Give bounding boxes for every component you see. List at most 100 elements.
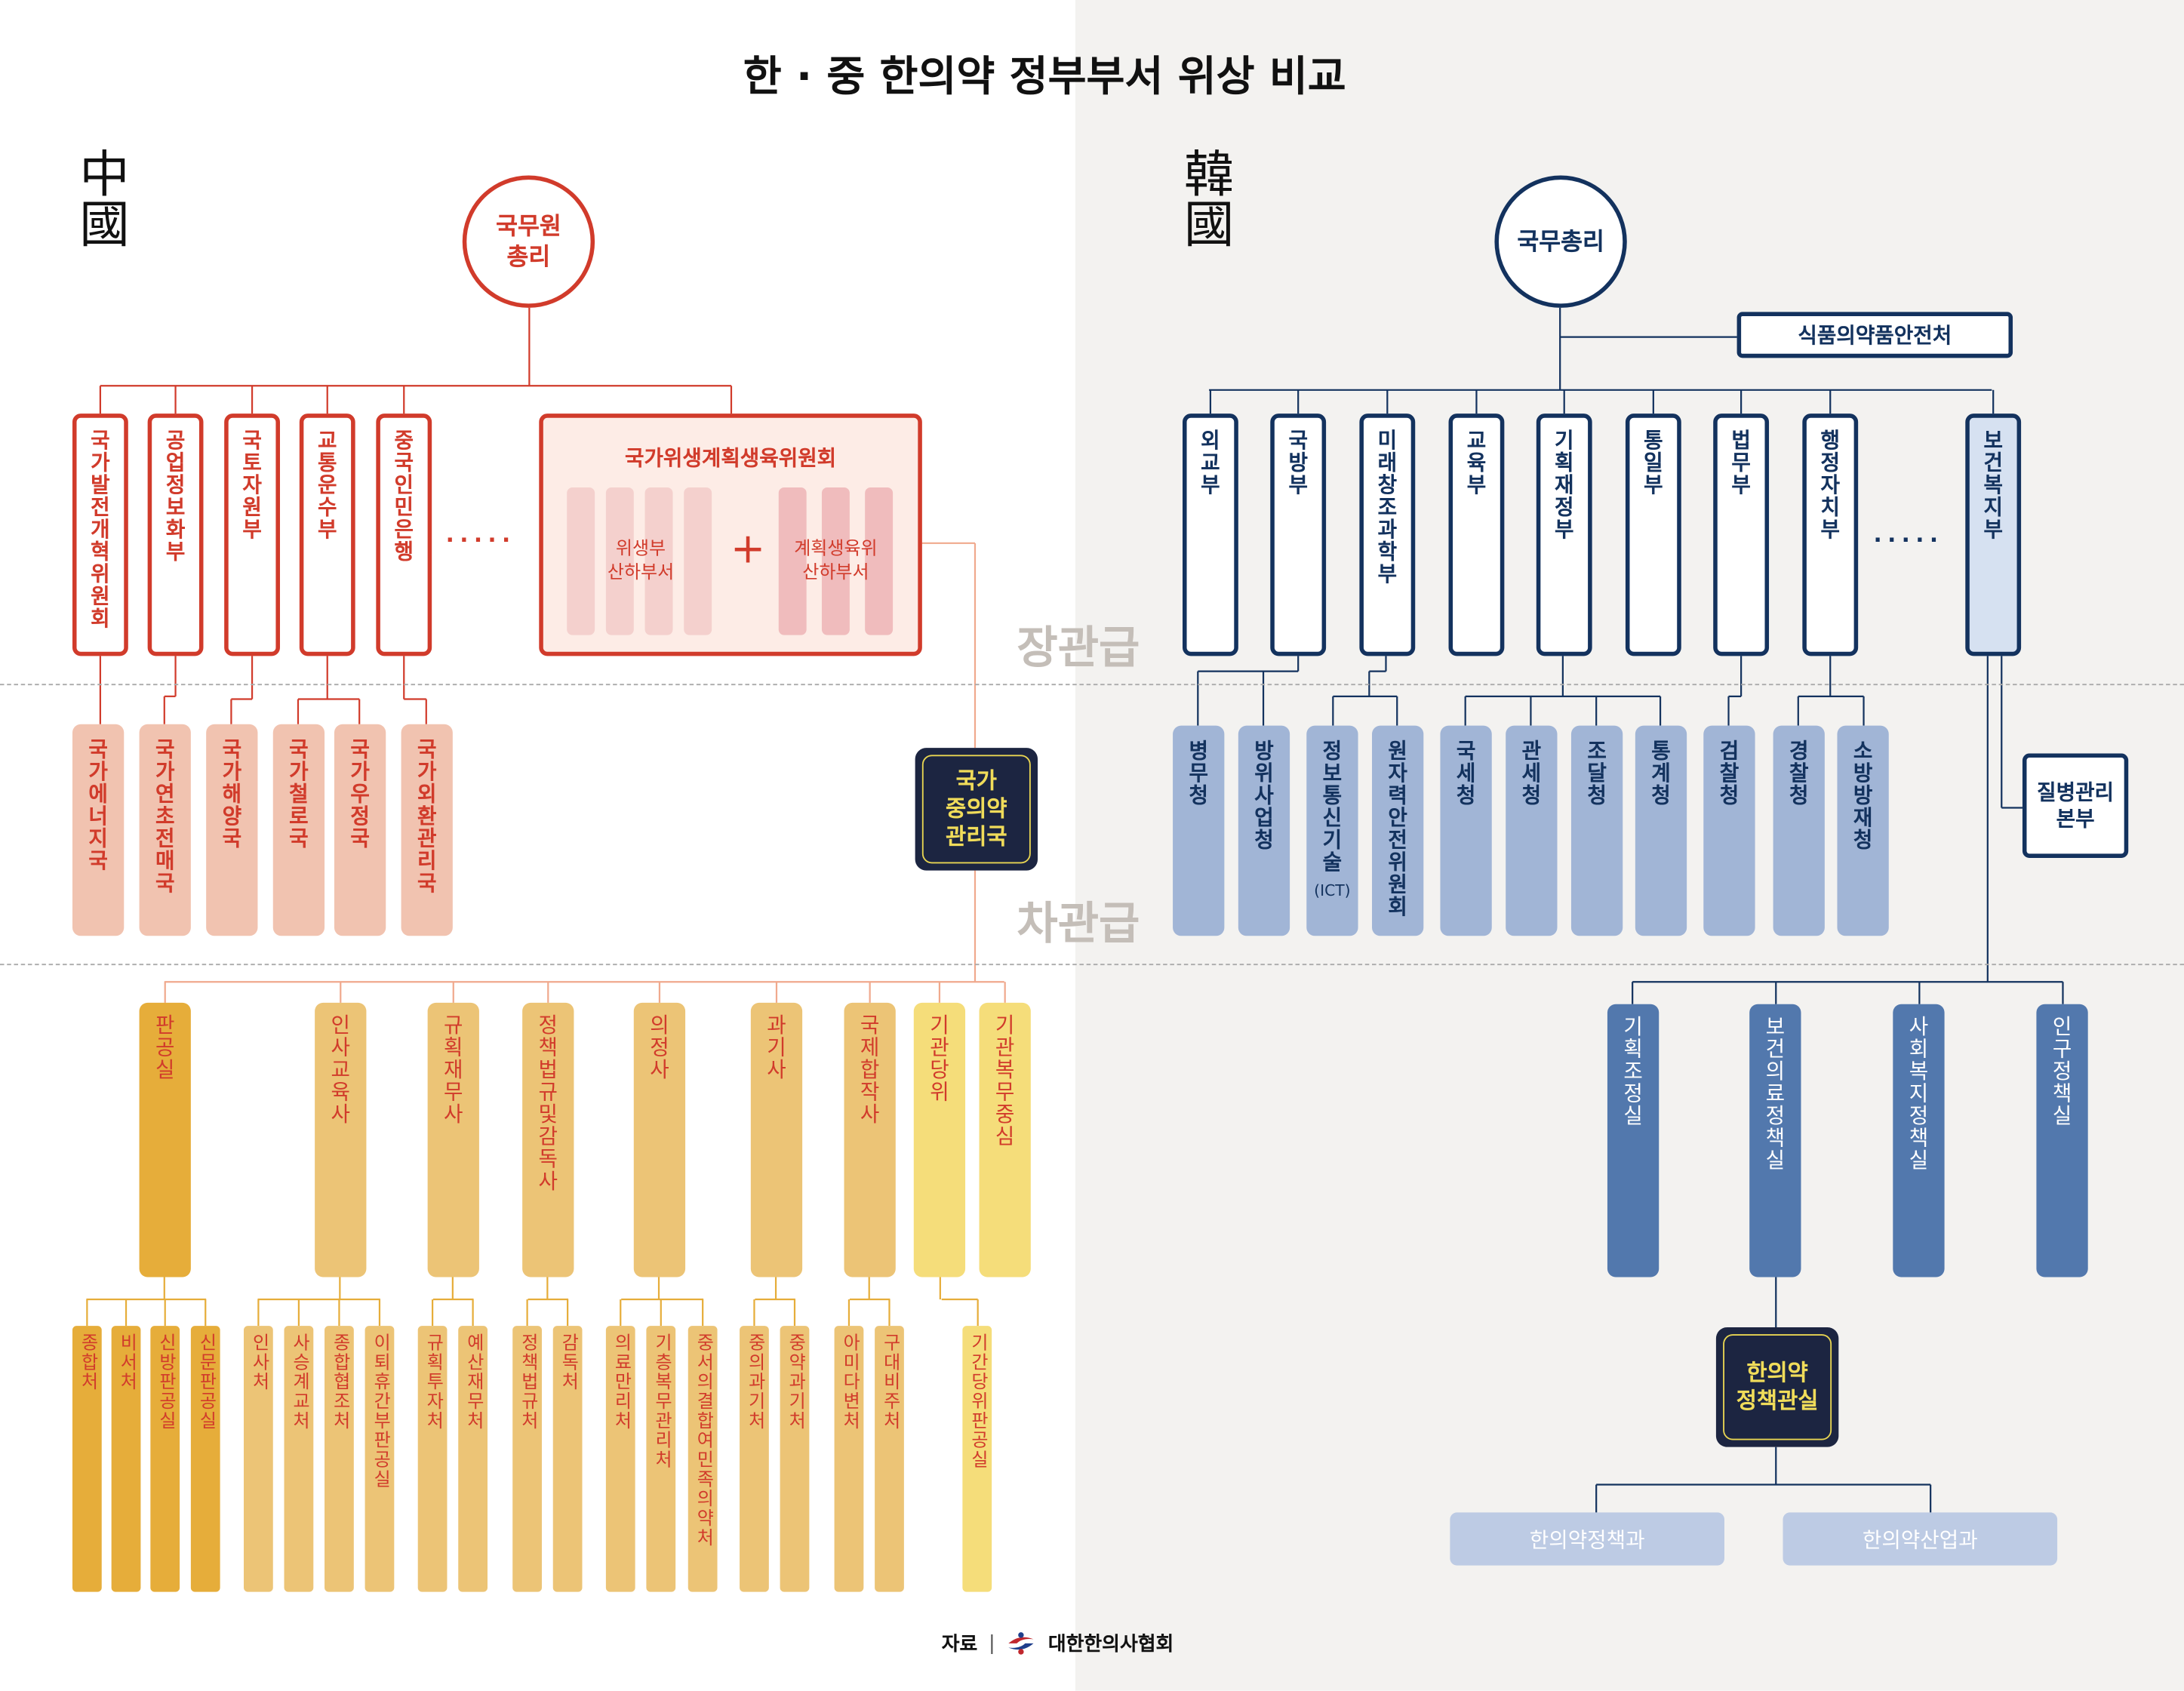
subunit-label: 위생부 <box>615 539 666 560</box>
footer: 자료 | 대한한의사협회 <box>942 1629 1174 1657</box>
health-ministry-subunits: 위생부 산하부서 <box>571 537 711 585</box>
china-division-label: 감독처 <box>557 1333 578 1391</box>
china-division: 구대비주처 <box>875 1326 904 1592</box>
china-division-label: 정책법규처 <box>516 1333 538 1431</box>
national-tcm-bureau: 국가 중의약 관리국 <box>915 748 1038 871</box>
korea-office-label: 인구정책실 <box>2049 1015 2075 1127</box>
korea-ministry-label: 행정자치부 <box>1816 429 1842 541</box>
china-division: 종합처 <box>72 1326 102 1592</box>
china-premier-line2: 총리 <box>506 243 551 271</box>
china-department: 국제합작사 <box>844 1002 896 1277</box>
korea-agency-label: 병무청 <box>1185 739 1210 807</box>
china-division: 기층복무관리처 <box>646 1326 676 1592</box>
km-division: 한의약정책과 <box>1450 1512 1724 1566</box>
korea-label: 韓國 <box>1175 147 1233 248</box>
china-division: 중약과기처 <box>780 1326 810 1592</box>
china-ministry: 중국인민은행 <box>376 414 432 656</box>
china-division-label: 기간당위판공실 <box>966 1333 988 1470</box>
china-department-label: 판공실 <box>152 1013 177 1081</box>
korea-office: 사회복지정책실 <box>1893 1004 1945 1277</box>
china-division: 중서의결합여민족의약처 <box>687 1326 718 1592</box>
korea-agency: 원자력안전위원회 <box>1372 725 1424 936</box>
china-division: 의료만리처 <box>605 1326 635 1592</box>
family-planning-subunits: 계획생육위 산하부서 <box>766 537 906 585</box>
china-department: 판공실 <box>139 1002 191 1277</box>
km-division: 한의약산업과 <box>1783 1512 2058 1566</box>
china-ministry-label: 공업정보화부 <box>162 429 188 563</box>
korea-ministry-label: 법무부 <box>1727 429 1753 497</box>
health-commission-title: 국가위생계획생육위원회 <box>624 445 837 471</box>
tcm-bureau-line: 중의약 <box>946 795 1007 822</box>
tcm-bureau-line: 관리국 <box>946 822 1007 850</box>
rank-label-vice: 차관급 <box>1017 896 1140 950</box>
china-department-label: 기관당위 <box>926 1013 952 1103</box>
source-label: 자료 <box>941 1634 978 1656</box>
subunit-label: 산하부서 <box>607 562 675 584</box>
china-division: 예산재무처 <box>458 1326 488 1592</box>
korea-agency-label: 정보통신기술 <box>1318 739 1345 874</box>
china-division-label: 종합처 <box>76 1333 98 1391</box>
korea-office-label: 보건의료정책실 <box>1761 1015 1788 1172</box>
korea-agency-label: 통계청 <box>1647 739 1673 807</box>
china-department-label: 의정사 <box>646 1013 672 1081</box>
kcdc-line: 질병관리 <box>2037 779 2115 804</box>
china-vice-agency: 국가해양국 <box>206 724 258 936</box>
korea-agency: 통계청 <box>1635 725 1687 936</box>
korea-agency: 국세청 <box>1440 725 1492 936</box>
china-ministry: 교통운수부 <box>299 414 355 656</box>
china-division-label: 의료만리처 <box>610 1333 632 1431</box>
korea-agency-label: 경찰청 <box>1786 739 1811 807</box>
sub-bar <box>778 487 807 635</box>
china-vice-agency-label: 국가외환관리국 <box>414 738 439 894</box>
china-department-label: 인사교육사 <box>327 1013 352 1126</box>
korea-ministry: 행정자치부 <box>1802 414 1859 656</box>
china-department: 의정사 <box>633 1002 686 1277</box>
health-welfare-ministry-label: 보건복지부 <box>1979 429 2005 541</box>
korea-office: 인구정책실 <box>2036 1004 2088 1277</box>
korea-pm-node: 국무총리 <box>1494 175 1627 308</box>
akom-logo-icon <box>1009 1632 1035 1655</box>
china-vice-agency: 국가외환관리국 <box>401 724 453 936</box>
korea-ministry: 통일부 <box>1625 414 1681 656</box>
china-division: 사승계교처 <box>284 1326 314 1592</box>
korea-agency-label: 소방방재청 <box>1850 739 1875 851</box>
sub-bar <box>605 487 634 635</box>
china-vice-agency: 국가에너지국 <box>72 724 125 936</box>
china-division: 신문판공실 <box>190 1326 220 1592</box>
china-division: 비서처 <box>111 1326 141 1592</box>
china-vice-agency: 국가우정국 <box>334 724 386 936</box>
china-division: 정책법규처 <box>512 1326 542 1592</box>
korea-agency-label: 국세청 <box>1453 739 1478 807</box>
china-division-label: 중의과기처 <box>743 1333 765 1431</box>
korea-ministry: 법무부 <box>1713 414 1770 656</box>
sub-bar <box>567 487 595 635</box>
km-office-line: 한의약 <box>1746 1359 1808 1386</box>
korea-ellipsis: ····· <box>1873 526 1944 553</box>
china-division: 신방판공실 <box>150 1326 180 1592</box>
china-department: 기관복무중심 <box>979 1002 1031 1277</box>
china-division-label: 중서의결합여민족의약처 <box>692 1333 713 1548</box>
china-department: 과기사 <box>750 1002 803 1277</box>
korea-agency-label: 관세청 <box>1518 739 1544 807</box>
china-division-label: 기층복무관리처 <box>650 1333 672 1470</box>
tcm-bureau-line: 국가 <box>955 767 998 795</box>
sub-bar <box>821 487 850 635</box>
korea-ministry: 외교부 <box>1182 414 1238 656</box>
china-ministry-label: 교통운수부 <box>314 429 340 541</box>
china-ministry: 국가발전개혁위원회 <box>72 414 128 656</box>
china-department-label: 국제합작사 <box>857 1013 882 1126</box>
mfds-box: 식품의약품안전처 <box>1736 312 2013 358</box>
china-department: 정책법규및감독사 <box>522 1002 574 1277</box>
korea-office-label: 기획조정실 <box>1620 1015 1645 1127</box>
china-division-label: 사승계교처 <box>288 1333 309 1431</box>
korea-agency: 정보통신기술(ICT) <box>1306 725 1358 936</box>
subunit-label: 계획생육위 <box>794 539 878 560</box>
china-division-label: 중약과기처 <box>784 1333 805 1431</box>
china-division-label: 규획투자처 <box>422 1333 443 1431</box>
plus-icon: + <box>730 524 766 574</box>
china-department-label: 기관복무중심 <box>992 1013 1017 1148</box>
china-division-label: 이퇴휴간부판공실 <box>369 1333 390 1490</box>
